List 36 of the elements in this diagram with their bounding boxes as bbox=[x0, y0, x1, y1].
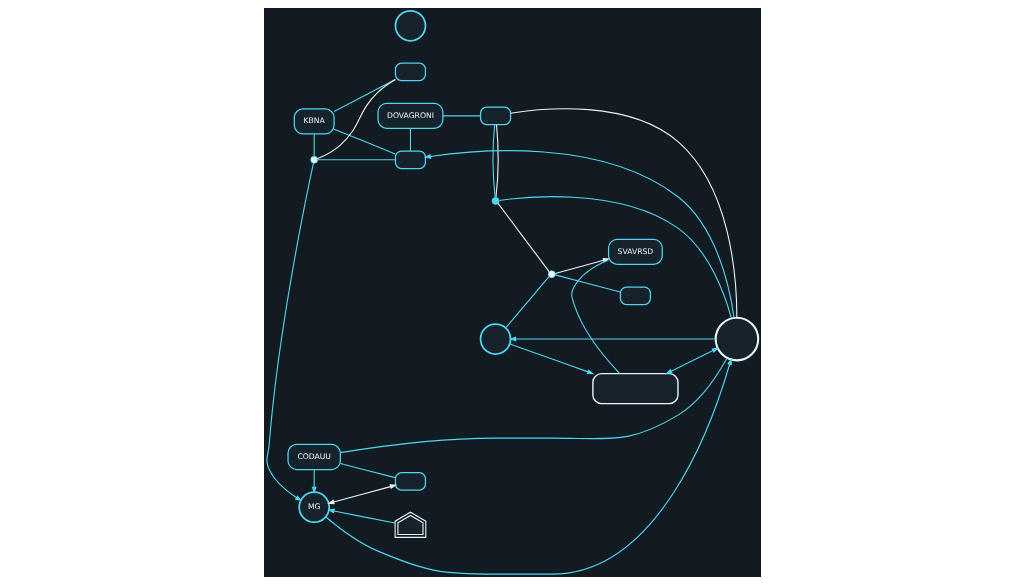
connector bbox=[497, 202, 550, 273]
node-box bbox=[479, 106, 511, 126]
connector bbox=[313, 133, 315, 157]
arrow bbox=[664, 347, 719, 375]
connector bbox=[442, 115, 481, 117]
arrow bbox=[324, 357, 732, 575]
node-circle bbox=[547, 270, 556, 279]
connector bbox=[554, 274, 621, 293]
node-box bbox=[394, 150, 426, 170]
node-box bbox=[619, 286, 651, 306]
connector bbox=[339, 463, 396, 479]
connector bbox=[316, 78, 396, 160]
connector bbox=[494, 124, 499, 198]
connector bbox=[509, 108, 737, 319]
arrow bbox=[326, 484, 397, 505]
connector bbox=[333, 128, 396, 155]
connector bbox=[498, 196, 732, 319]
node-circle bbox=[394, 10, 426, 42]
connector bbox=[316, 159, 396, 161]
node-box bbox=[394, 62, 426, 82]
connector bbox=[504, 276, 550, 329]
connector bbox=[491, 124, 496, 198]
arrow bbox=[508, 343, 594, 375]
node-circle bbox=[491, 197, 499, 205]
arrow bbox=[554, 258, 610, 274]
node-circle bbox=[309, 155, 318, 164]
arrow bbox=[326, 508, 395, 524]
node-circle bbox=[714, 316, 759, 362]
arrow bbox=[423, 150, 735, 319]
arrow bbox=[508, 336, 716, 342]
connector bbox=[409, 127, 411, 152]
connector bbox=[570, 259, 620, 375]
node-box bbox=[394, 472, 426, 491]
node-circle bbox=[479, 323, 511, 355]
node-box bbox=[591, 372, 679, 405]
connector bbox=[339, 357, 728, 454]
